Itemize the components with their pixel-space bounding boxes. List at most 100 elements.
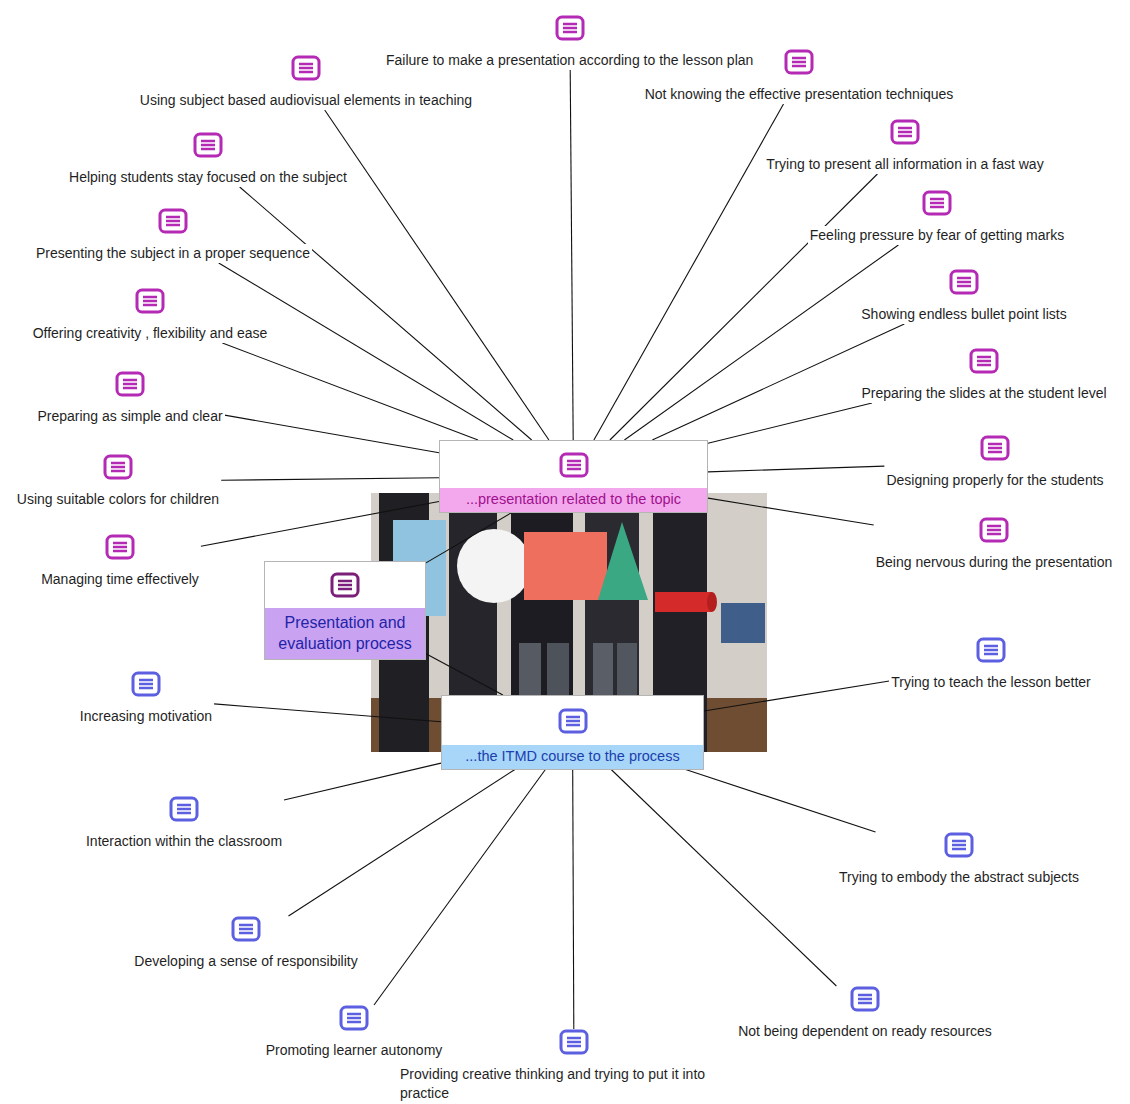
branch-line <box>570 70 573 440</box>
icon-line <box>567 1045 581 1048</box>
icon-line <box>143 300 157 303</box>
idea-text: Trying to embody the abstract subjects <box>837 868 1081 887</box>
idea-node: Failure to make a presentation according… <box>384 15 756 70</box>
idea-node: Trying to teach the lesson better <box>889 637 1092 692</box>
note-icon <box>131 671 161 697</box>
icon-line <box>988 443 1002 446</box>
icon-frame <box>924 192 950 214</box>
icon-line <box>984 645 998 648</box>
icon-line <box>177 812 191 815</box>
note-icon <box>784 49 814 75</box>
note-icon <box>969 348 999 374</box>
icon-line <box>984 649 998 652</box>
icon-line <box>143 304 157 307</box>
note-icon <box>193 132 223 158</box>
icon-frame <box>341 1007 367 1029</box>
icon-frame <box>233 918 259 940</box>
note-icon <box>158 208 188 234</box>
icon-line <box>201 140 215 143</box>
icon-line <box>201 144 215 147</box>
icon-line <box>123 383 137 386</box>
icon-line <box>123 387 137 390</box>
idea-text: Not being dependent on ready resources <box>736 1022 994 1041</box>
icon-line <box>567 459 581 462</box>
branch-line <box>426 654 503 695</box>
icon-line <box>111 470 125 473</box>
note-icon <box>944 832 974 858</box>
photo-cylinder-end <box>707 592 717 612</box>
icon-frame <box>892 121 918 143</box>
icon-line <box>952 848 966 851</box>
idea-text: Trying to present all information in a f… <box>764 155 1045 174</box>
icon-line <box>113 542 127 545</box>
branch-line <box>708 498 874 525</box>
icon-line <box>139 683 153 686</box>
branch-line <box>652 324 904 440</box>
idea-text: Providing creative thinking and trying t… <box>398 1065 750 1103</box>
idea-node: Feeling pressure by fear of getting mark… <box>808 190 1066 245</box>
icon-line <box>792 57 806 60</box>
icon-line <box>338 584 352 587</box>
icon-frame <box>978 639 1004 661</box>
icon-line <box>139 687 153 690</box>
idea-node: Designing properly for the students <box>884 435 1105 490</box>
idea-node: Not being dependent on ready resources <box>736 986 994 1041</box>
note-icon <box>922 190 952 216</box>
idea-text: Developing a sense of responsibility <box>132 952 359 971</box>
icon-line <box>957 285 971 288</box>
note-icon <box>980 435 1010 461</box>
icon-line <box>201 148 215 151</box>
note-icon <box>103 454 133 480</box>
icon-line <box>563 27 577 30</box>
idea-text: Failure to make a presentation according… <box>384 51 756 70</box>
icon-line <box>177 808 191 811</box>
note-icon <box>231 916 261 942</box>
note-icon <box>976 637 1006 663</box>
branch-line <box>219 263 514 440</box>
icon-frame <box>117 373 143 395</box>
idea-text: Not knowing the effective presentation t… <box>643 85 956 104</box>
icon-line <box>988 451 1002 454</box>
icon-line <box>567 1041 581 1044</box>
branch-line <box>374 770 545 1006</box>
topic-header <box>442 696 703 745</box>
note-icon <box>115 371 145 397</box>
icon-line <box>143 296 157 299</box>
icon-line <box>930 206 944 209</box>
idea-node: Trying to present all information in a f… <box>764 119 1045 174</box>
icon-frame <box>293 57 319 79</box>
branch-line <box>284 763 441 800</box>
note-icon <box>339 1005 369 1031</box>
branch-line <box>611 770 836 987</box>
idea-node: Using suitable colors for children <box>15 454 221 509</box>
branch-line <box>225 415 439 453</box>
icon-frame <box>786 51 812 73</box>
icon-frame <box>951 271 977 293</box>
idea-text: Presenting the subject in a proper seque… <box>34 244 312 263</box>
branch-line <box>201 502 439 547</box>
branch-line <box>426 513 512 563</box>
icon-frame <box>981 519 1007 541</box>
icon-line <box>858 1002 872 1005</box>
icon-line <box>988 447 1002 450</box>
icon-line <box>113 546 127 549</box>
note-icon <box>559 1029 589 1055</box>
topic-label: ...the ITMD course to the process <box>442 745 703 769</box>
icon-frame <box>332 574 358 596</box>
icon-line <box>299 67 313 70</box>
idea-node: Presenting the subject in a proper seque… <box>34 208 312 263</box>
icon-line <box>113 550 127 553</box>
icon-line <box>299 63 313 66</box>
idea-text: Preparing as simple and clear <box>35 407 224 426</box>
icon-line <box>166 224 180 227</box>
note-icon <box>135 288 165 314</box>
note-icon <box>890 119 920 145</box>
icon-line <box>239 924 253 927</box>
icon-line <box>792 61 806 64</box>
icon-line <box>858 994 872 997</box>
icon-line <box>111 462 125 465</box>
idea-text: Offering creativity , flexibility and ea… <box>31 324 270 343</box>
icon-line <box>567 463 581 466</box>
idea-text: Interaction within the classroom <box>84 832 284 851</box>
